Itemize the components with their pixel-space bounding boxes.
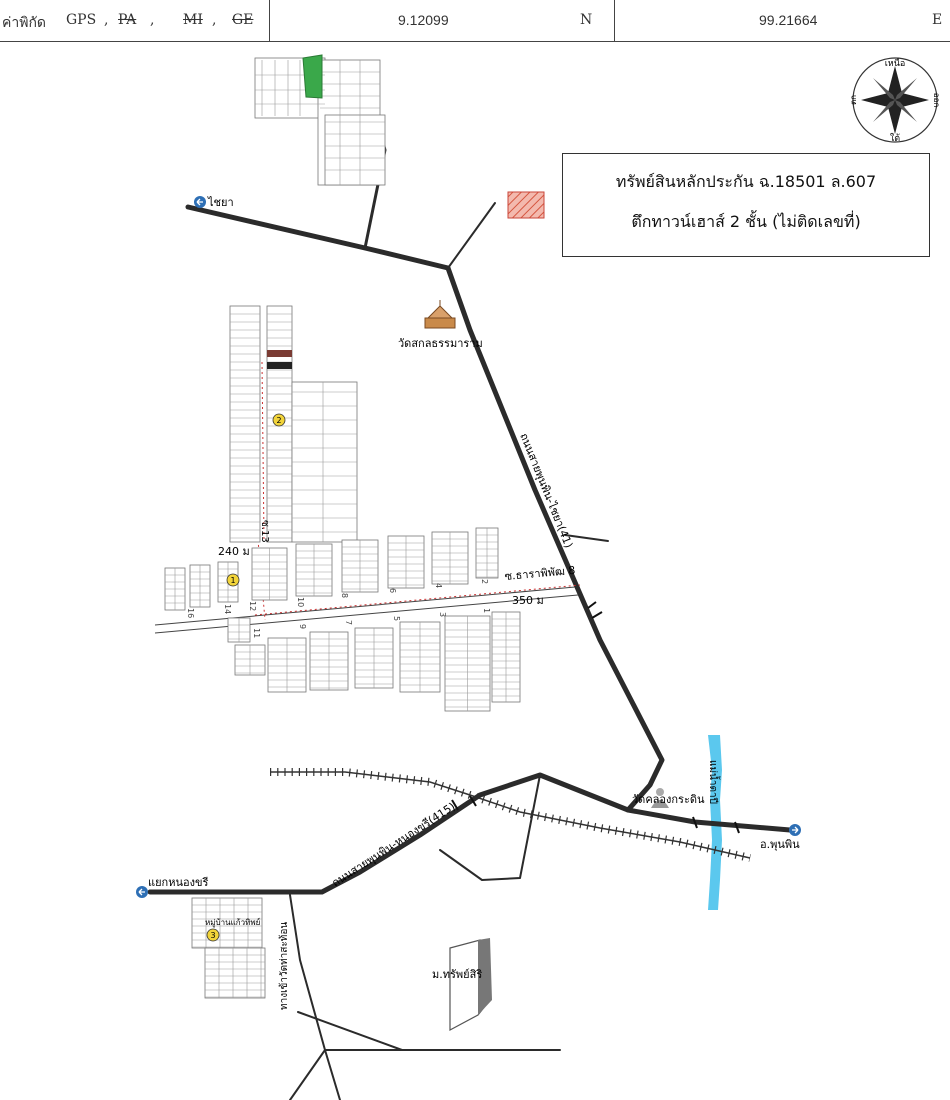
separator: , [212, 12, 217, 28]
marker-2-label: 2 [276, 416, 281, 425]
collateral-plot-marker [507, 191, 545, 219]
mi-label: MI [183, 12, 203, 28]
latitude-value: 9.12099 [398, 12, 449, 28]
collateral-info-box: ทรัพย์สินหลักประกัน ฉ.18501 ล.607 ตึกทาว… [562, 153, 930, 257]
collateral-townhouse-adjacent [267, 362, 292, 369]
soi-9-label: 9 [298, 624, 307, 629]
marker-1-label: 1 [230, 576, 235, 585]
label-soi-tharaphiphat-8: ซ.ธาราพิพัฒ 8 [504, 564, 576, 583]
compass-south: ใต้ [890, 133, 900, 144]
label-soi-13: ซ.13 [259, 520, 270, 543]
compass-west: ตก [849, 95, 858, 105]
latitude-direction: N [580, 12, 593, 28]
park-green-area [302, 54, 323, 99]
soi-1-label: 1 [482, 608, 491, 613]
longitude-direction: E [932, 12, 943, 28]
soi-8-label: 8 [340, 593, 349, 598]
exit-arrow-phunphin-icon [789, 824, 801, 836]
latitude-cell: 9.12099 N [270, 0, 615, 42]
ge-label: GE [232, 12, 254, 28]
label-240m: 240 ม [218, 545, 250, 558]
soi-14-label: 14 [223, 604, 232, 614]
longitude-value: 99.21664 [759, 12, 818, 28]
bridge-symbol [451, 601, 740, 834]
village-southwest [191, 897, 266, 999]
collateral-title: ทรัพย์สินหลักประกัน ฉ.18501 ล.607 [615, 172, 877, 191]
soi-2-label: 2 [480, 579, 489, 584]
soi-4-label: 4 [434, 583, 443, 588]
soi-11-label: 11 [252, 628, 261, 638]
railway-track [270, 768, 751, 862]
coordinate-label-cell: ค่าพิกัด GPS , PA , MI , GE [0, 0, 270, 42]
label-road-41: ถนนสายพุนพิน-ไชยา(41) [517, 431, 575, 550]
marker-3-label: 3 [210, 931, 215, 940]
exit-arrow-chaiya-icon [194, 196, 206, 208]
soi-13-block [229, 305, 358, 543]
soi-6-label: 6 [388, 588, 397, 593]
soi-16-label: 16 [186, 608, 195, 618]
longitude-cell: 99.21664 E [615, 0, 950, 42]
label-yaek-nongkhri: แยกหนองขรี [148, 876, 208, 889]
marker-1: 1 [226, 573, 240, 587]
soi-12-label: 12 [248, 601, 257, 611]
temple-icon [424, 300, 456, 329]
label-tapi-river: แม่น้ำตาปี [707, 760, 721, 804]
marker-2: 2 [272, 413, 286, 427]
label-amphoe-phunphin: อ.พุนพิน [760, 838, 800, 851]
soi-7-label: 7 [344, 620, 353, 625]
label-village: หมู่บ้านแก้วทิพย์ [205, 917, 260, 928]
soi-10-label: 10 [296, 597, 305, 607]
label-road-415: ถนนสายพุนพิน-หนองขรี(415) [330, 800, 458, 890]
label-wat-road: ทางเข้าวัดท่าสะท้อน [278, 922, 290, 1010]
separator: , [150, 12, 155, 28]
soi-3-label: 3 [438, 612, 447, 617]
buddha-statue-icon [651, 788, 669, 808]
exit-arrow-nongkhri-icon [136, 886, 148, 898]
road-network [147, 86, 793, 1100]
label-moo-sapsiri: ม.ทรัพย์สิริ [432, 968, 482, 981]
coordinate-label: ค่าพิกัด [2, 15, 47, 31]
soi-number-labels: 2 4 6 8 10 12 14 16 1 3 5 7 9 11 [186, 579, 491, 638]
coordinate-header: ค่าพิกัด GPS , PA , MI , GE 9.12099 N 99… [0, 0, 950, 44]
gps-label: GPS [66, 12, 97, 28]
label-350m: 350 ม [512, 594, 544, 607]
compass-rose: เหนือ ใต้ ออก ตก [849, 57, 941, 144]
marker-3: 3 [206, 928, 220, 942]
separator: , [104, 12, 109, 28]
compass-north: เหนือ [885, 58, 906, 69]
housing-estate-north [254, 57, 386, 186]
collateral-townhouse [267, 350, 292, 357]
label-wat-sakon: วัดสกลธรรมาราม [398, 337, 483, 350]
compass-east: ออก [932, 93, 941, 108]
collateral-description: ตึกทาวน์เฮาส์ 2 ชั้น (ไม่ติดเลขที่) [631, 212, 861, 231]
moo-sapsiri-estate [449, 938, 492, 1032]
soi-5-label: 5 [392, 616, 401, 621]
label-chaiya: ไชยา [207, 196, 234, 209]
label-wat-tha-kradan: วัดคลองกระดิน [632, 793, 705, 806]
pa-label: PA [118, 12, 137, 28]
